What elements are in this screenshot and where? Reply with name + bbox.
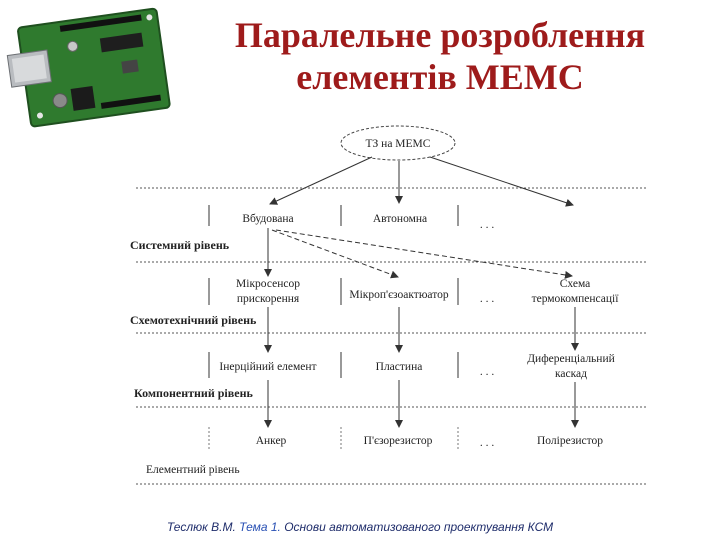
footer-text: Основи автоматизованого проектування КСМ <box>284 520 553 534</box>
node-embedded: Вбудована <box>242 213 293 225</box>
level-system: Системний рівень <box>130 238 230 252</box>
arrow <box>276 230 572 276</box>
level-element: Елементний рівень <box>146 464 240 476</box>
node-piezoresistor: П'єзорезистор <box>364 435 433 447</box>
root-label: ТЗ на МЕМС <box>366 138 431 150</box>
footer-author: Теслюк В.М. <box>167 520 236 534</box>
ellipsis: . . . <box>480 293 495 305</box>
node-microsensor-line1: Мікросенсор <box>236 278 300 290</box>
design-hierarchy-diagram: ТЗ на МЕМС Вбудована Автономна . . . Сис… <box>0 0 720 520</box>
arrow <box>272 230 398 277</box>
arrow <box>430 157 573 205</box>
node-autonomous: Автономна <box>373 213 427 225</box>
node-thermo-line1: Схема <box>560 278 591 290</box>
slide-footer: Теслюк В.М. Тема 1. Основи автоматизован… <box>0 520 720 534</box>
node-polyresistor: Полірезистор <box>537 435 603 447</box>
level-circuit: Схемотехнічний рівень <box>130 313 257 327</box>
node-plate: Пластина <box>376 361 423 373</box>
node-diff-line1: Диференціальний <box>527 353 615 365</box>
footer-topic: Тема 1. <box>239 520 281 534</box>
node-diff-line2: каскад <box>555 368 587 380</box>
node-inertial: Інерційний елемент <box>219 361 316 373</box>
ellipsis: . . . <box>480 437 495 449</box>
node-anchor: Анкер <box>256 435 287 447</box>
node-microsensor-line2: прискорення <box>237 293 300 305</box>
ellipsis: . . . <box>480 366 495 378</box>
arrow <box>270 157 372 204</box>
node-microactuator: Мікроп'єзоактюатор <box>349 289 448 301</box>
ellipsis: . . . <box>480 219 495 231</box>
level-component: Компонентний рівень <box>134 386 253 400</box>
node-thermo-line2: термокомпенсації <box>532 293 620 305</box>
